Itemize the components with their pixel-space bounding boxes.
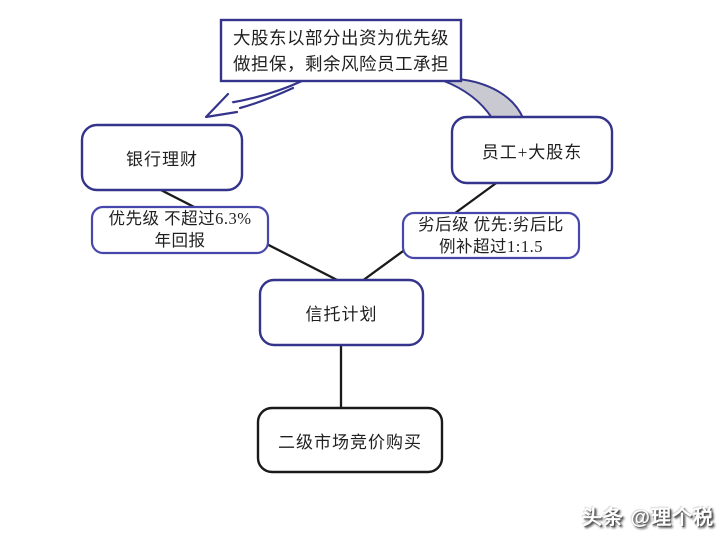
priority-label-box (90, 205, 270, 255)
curved-swoosh-connector (440, 77, 525, 119)
watermark: 头条 @理个税 (581, 506, 714, 529)
subordinate-label-box (401, 211, 581, 260)
bank-box (80, 123, 244, 192)
guarantee-note-label: 大股东以部分出资为优先级 做担保，剩余风险员工承担 (233, 27, 449, 74)
priority-tranche-label: 优先级 不超过6.3% 年回报 (108, 209, 252, 250)
guarantee-note-box (219, 18, 463, 83)
employee-label: 员工+大股东 (481, 142, 583, 162)
market-box (256, 406, 444, 474)
employee-box (450, 115, 614, 185)
trust-box (258, 278, 425, 347)
secondary-market-label: 二级市场竞价购买 (278, 432, 422, 452)
trust-plan-label: 信托计划 (305, 305, 378, 324)
bank-label: 银行理财 (126, 150, 198, 169)
curved-arrow-icon (204, 79, 304, 119)
subordinate-tranche-label: 劣后级 优先:劣后比 例补超过1:1.5 (418, 214, 564, 256)
